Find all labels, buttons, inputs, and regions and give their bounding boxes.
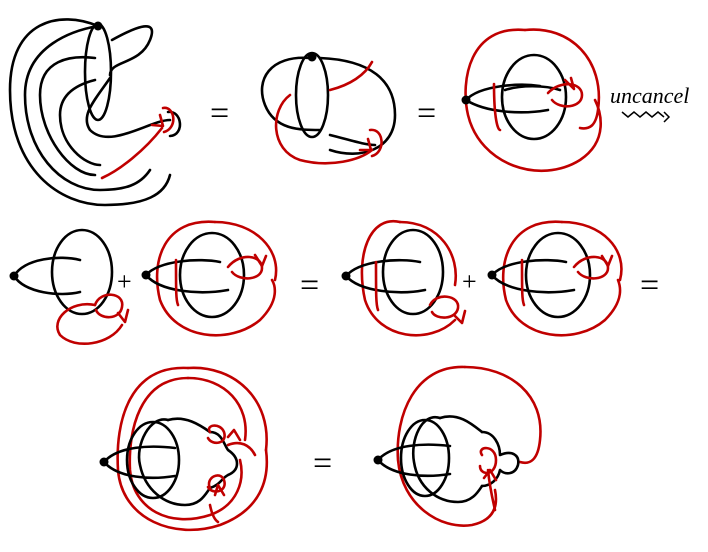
row-2: + = + [9,219,659,345]
equals-sign: = [210,95,229,132]
diagram-2d [487,220,623,337]
diagram-2 [260,51,397,165]
diagram-2c [341,219,467,337]
equals-sign: = [417,95,436,132]
diagram-2a [9,228,130,345]
diagram-3b [373,365,542,527]
plus-sign: + [462,267,477,296]
diagram-2b [141,220,278,337]
equals-sign: = [300,267,319,304]
row-1: = = uncancel [8,18,689,207]
equals-sign: = [640,267,659,304]
dot-marker-icon [307,52,317,62]
dot-marker-icon [93,21,103,31]
plus-sign: + [117,267,132,296]
diagram-1 [8,18,182,207]
row-3: = [99,365,542,532]
diagram-3 [461,28,602,173]
equals-sign: = [313,445,332,482]
squiggly-arrow-icon [621,111,671,123]
uncancel-label: uncancel [610,83,689,108]
diagram-3a [99,366,269,532]
